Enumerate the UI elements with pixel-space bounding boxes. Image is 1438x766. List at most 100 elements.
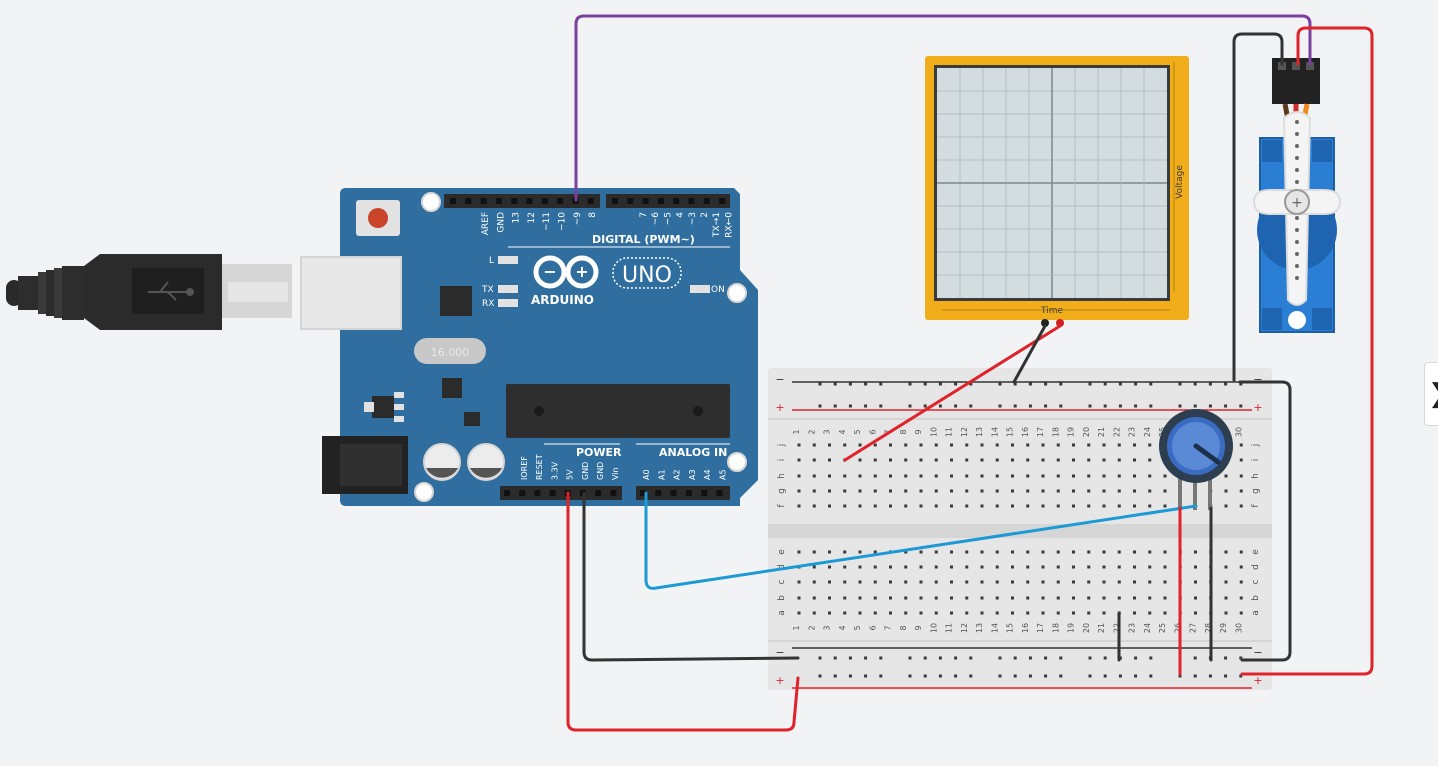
- breadboard-hole[interactable]: [1148, 474, 1152, 478]
- breadboard-hole[interactable]: [1163, 504, 1167, 508]
- breadboard-hole[interactable]: [1103, 656, 1107, 660]
- breadboard-hole[interactable]: [873, 596, 877, 600]
- breadboard-hole[interactable]: [1224, 489, 1228, 493]
- breadboard-hole[interactable]: [1059, 674, 1063, 678]
- breadboard-hole[interactable]: [965, 565, 969, 569]
- breadboard-hole[interactable]: [1134, 656, 1138, 660]
- breadboard-hole[interactable]: [934, 580, 938, 584]
- breadboard-hole[interactable]: [1059, 656, 1063, 660]
- breadboard-hole[interactable]: [934, 443, 938, 447]
- breadboard-hole[interactable]: [864, 656, 868, 660]
- arduino-uno-board[interactable]: 16.000 L TX RX ON − + ARDUINO: [300, 188, 758, 506]
- breadboard-hole[interactable]: [1163, 611, 1167, 615]
- breadboard-hole[interactable]: [1102, 580, 1106, 584]
- breadboard-hole[interactable]: [1117, 580, 1121, 584]
- breadboard-hole[interactable]: [797, 596, 801, 600]
- breadboard-hole[interactable]: [919, 443, 923, 447]
- breadboard-hole[interactable]: [904, 580, 908, 584]
- breadboard-hole[interactable]: [923, 404, 927, 408]
- breadboard-hole[interactable]: [1087, 565, 1091, 569]
- breadboard-hole[interactable]: [1102, 443, 1106, 447]
- breadboard-hole[interactable]: [1056, 596, 1060, 600]
- breadboard-hole[interactable]: [1134, 404, 1138, 408]
- breadboard-hole[interactable]: [828, 474, 831, 478]
- breadboard-hole[interactable]: [828, 489, 831, 493]
- breadboard-hole[interactable]: [1011, 474, 1014, 478]
- header-pin-hole[interactable]: [655, 490, 662, 496]
- header-pin-hole[interactable]: [504, 490, 510, 496]
- breadboard-hole[interactable]: [950, 565, 953, 569]
- breadboard-hole[interactable]: [1102, 489, 1106, 493]
- header-pin-hole[interactable]: [526, 198, 533, 204]
- breadboard-hole[interactable]: [848, 674, 852, 678]
- breadboard-hole[interactable]: [904, 474, 908, 478]
- breadboard-hole[interactable]: [1026, 550, 1030, 554]
- breadboard-hole[interactable]: [1041, 489, 1045, 493]
- breadboard-hole[interactable]: [1208, 382, 1212, 386]
- breadboard-hole[interactable]: [1133, 550, 1136, 554]
- breadboard-hole[interactable]: [965, 443, 969, 447]
- breadboard-hole[interactable]: [1133, 504, 1136, 508]
- breadboard-hole[interactable]: [812, 565, 816, 569]
- breadboard-hole[interactable]: [1163, 489, 1167, 493]
- breadboard-hole[interactable]: [965, 550, 969, 554]
- breadboard-hole[interactable]: [1026, 504, 1030, 508]
- breadboard-hole[interactable]: [873, 458, 877, 462]
- breadboard-hole[interactable]: [1013, 656, 1017, 660]
- breadboard-hole[interactable]: [1044, 656, 1048, 660]
- header-pin-hole[interactable]: [519, 490, 526, 496]
- breadboard-hole[interactable]: [1239, 596, 1243, 600]
- breadboard-hole[interactable]: [1134, 674, 1138, 678]
- breadboard-hole[interactable]: [1072, 489, 1075, 493]
- breadboard-hole[interactable]: [843, 550, 847, 554]
- breadboard-hole[interactable]: [1239, 382, 1243, 386]
- breadboard-hole[interactable]: [1149, 656, 1153, 660]
- header-pin-hole[interactable]: [642, 198, 649, 204]
- breadboard-hole[interactable]: [889, 611, 892, 615]
- breadboard-hole[interactable]: [879, 382, 883, 386]
- breadboard-hole[interactable]: [1072, 580, 1075, 584]
- breadboard-hole[interactable]: [1239, 443, 1243, 447]
- breadboard-hole[interactable]: [1193, 404, 1197, 408]
- breadboard-hole[interactable]: [908, 656, 912, 660]
- breadboard-hole[interactable]: [980, 504, 984, 508]
- breadboard-hole[interactable]: [828, 504, 831, 508]
- breadboard-hole[interactable]: [1088, 382, 1092, 386]
- breadboard-hole[interactable]: [812, 443, 816, 447]
- breadboard-hole[interactable]: [950, 596, 953, 600]
- breadboard-hole[interactable]: [889, 458, 892, 462]
- breadboard-hole[interactable]: [1011, 611, 1014, 615]
- breadboard-hole[interactable]: [1041, 458, 1045, 462]
- breadboard-hole[interactable]: [1208, 404, 1212, 408]
- breadboard-hole[interactable]: [934, 474, 938, 478]
- breadboard-hole[interactable]: [1072, 611, 1075, 615]
- breadboard-hole[interactable]: [843, 596, 847, 600]
- breadboard-hole[interactable]: [1087, 458, 1091, 462]
- breadboard-hole[interactable]: [1056, 458, 1060, 462]
- breadboard-hole[interactable]: [904, 443, 908, 447]
- power-header[interactable]: [500, 486, 622, 500]
- breadboard-hole[interactable]: [965, 580, 969, 584]
- header-pin-hole[interactable]: [511, 198, 518, 204]
- breadboard-hole[interactable]: [934, 458, 938, 462]
- breadboard-hole[interactable]: [980, 580, 984, 584]
- breadboard-hole[interactable]: [980, 443, 984, 447]
- breadboard-hole[interactable]: [1011, 550, 1014, 554]
- breadboard-hole[interactable]: [954, 656, 958, 660]
- breadboard-hole[interactable]: [908, 674, 912, 678]
- header-pin-hole[interactable]: [450, 198, 456, 204]
- wire-red-servo-power[interactable]: [1240, 26, 1374, 676]
- breadboard-hole[interactable]: [995, 550, 999, 554]
- breadboard-hole[interactable]: [995, 458, 999, 462]
- breadboard-hole[interactable]: [1011, 580, 1014, 584]
- breadboard-hole[interactable]: [1056, 504, 1060, 508]
- breadboard-hole[interactable]: [843, 504, 847, 508]
- breadboard-hole[interactable]: [950, 458, 953, 462]
- header-pin-hole[interactable]: [541, 198, 548, 204]
- breadboard-hole[interactable]: [1056, 489, 1060, 493]
- breadboard-hole[interactable]: [873, 580, 877, 584]
- breadboard-hole[interactable]: [1026, 474, 1030, 478]
- breadboard-hole[interactable]: [950, 504, 953, 508]
- breadboard-hole[interactable]: [858, 580, 862, 584]
- digital-header-right[interactable]: [606, 194, 730, 208]
